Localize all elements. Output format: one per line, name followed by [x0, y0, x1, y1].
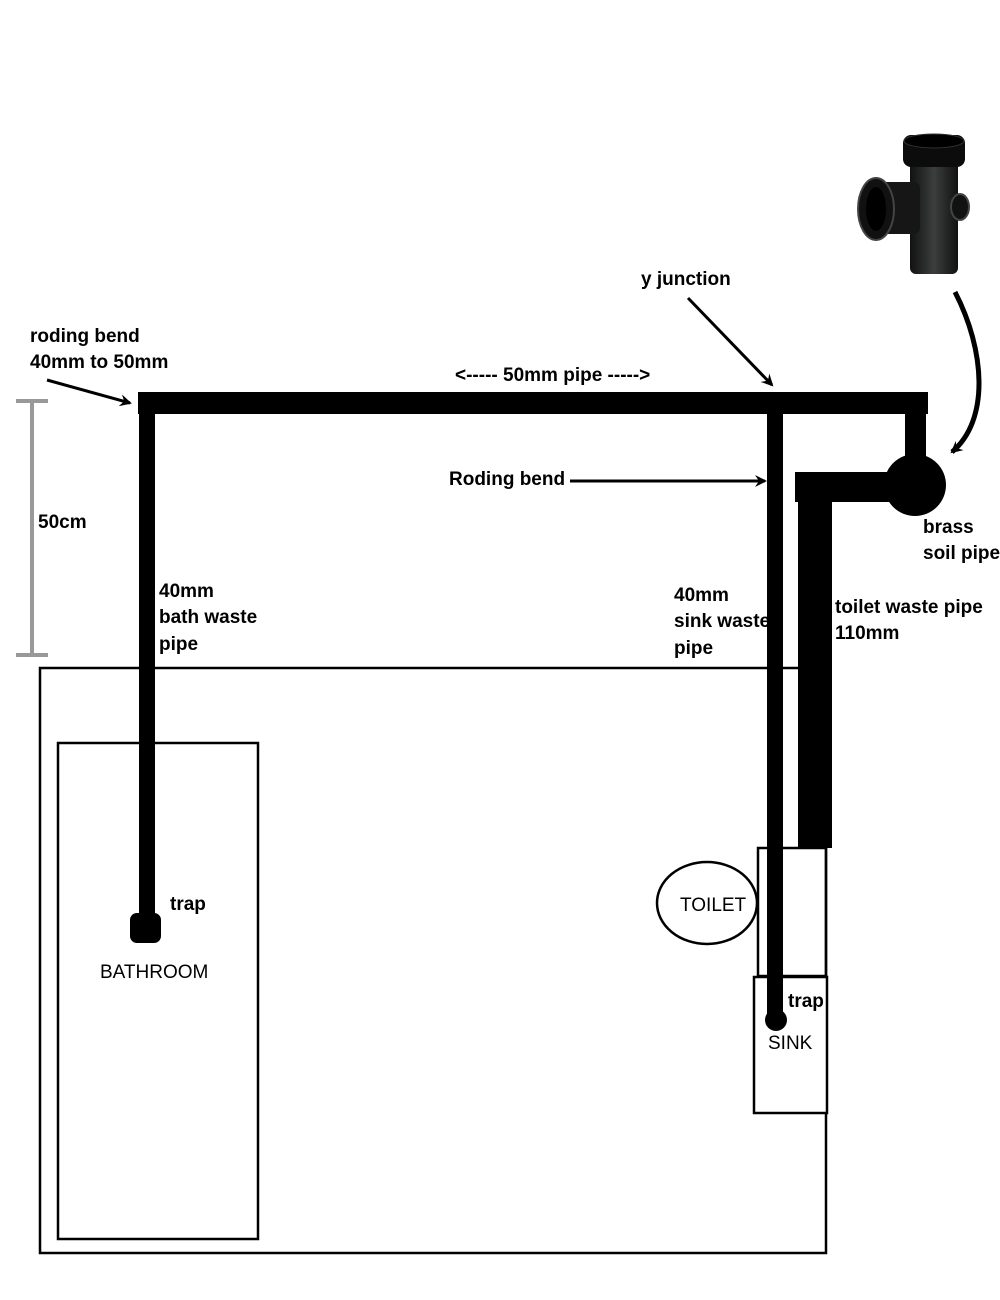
bath-trap: [130, 913, 161, 943]
toilet-ellipse: [655, 860, 759, 946]
y-junction-arrow: [686, 296, 774, 387]
roding-bend-top-label: roding bend 40mm to 50mm: [30, 326, 168, 373]
room-outline: [38, 666, 828, 1255]
soil-drop-pipe: [905, 392, 926, 467]
sink-waste-pipe: [767, 392, 783, 1020]
scale-label: 50cm: [38, 512, 87, 533]
toilet-waste-pipe: [798, 500, 832, 848]
roding-bend-label: Roding bend: [449, 469, 565, 490]
pipe-50mm-label: <----- 50mm pipe ----->: [455, 365, 650, 386]
bathroom-area: [56, 741, 260, 1241]
y-junction-fitting-icon: [857, 133, 970, 274]
main-50mm-pipe: [138, 392, 928, 414]
bath-pipe-label: 40mm bath waste pipe: [159, 581, 262, 655]
sink-trap-label: trap: [788, 991, 824, 1012]
sink-pipe-label: 40mm sink waste pipe: [674, 585, 775, 659]
roding-bend-top-arrow: [46, 378, 132, 407]
scale-bar: [16, 399, 48, 657]
y-junction-label: y junction: [641, 269, 731, 290]
sink-area: [752, 975, 829, 1115]
toilet-label: TOILET: [680, 895, 747, 916]
toilet-pipe-label: toilet waste pipe 110mm: [835, 597, 988, 644]
sink-trap: [765, 1009, 787, 1031]
brass-soil-pipe: [884, 454, 946, 516]
sink-label: SINK: [768, 1033, 813, 1054]
bathroom-label: BATHROOM: [100, 962, 208, 983]
bath-trap-label: trap: [170, 894, 206, 915]
bath-waste-pipe: [139, 392, 155, 927]
fitting-curved-arrow: [950, 290, 982, 454]
brass-soil-pipe-label: brass soil pipe: [923, 517, 1000, 564]
